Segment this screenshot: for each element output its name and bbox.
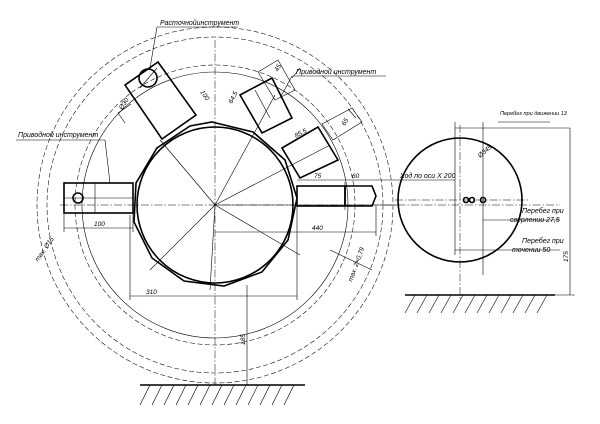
boring-tool xyxy=(117,60,198,141)
dim-75: 75 xyxy=(314,173,322,180)
label-travel-x: Ход по оси X 200 xyxy=(399,172,456,180)
turret-body xyxy=(133,121,298,287)
dimension-lines xyxy=(16,26,575,385)
label-overtravel-drilling-1: Перебег при xyxy=(522,207,564,215)
label-driven-tool-top: Приводной инструмент xyxy=(296,68,376,76)
dim-440: 440 xyxy=(312,225,323,232)
dim-r330: max. 2×0,79 xyxy=(347,246,366,283)
part-point-2 xyxy=(468,196,476,204)
part-point-1 xyxy=(462,196,470,204)
dim-185: 185 xyxy=(240,334,247,345)
dim-100-top: 100 xyxy=(198,89,210,102)
driven-tool-top xyxy=(238,59,301,135)
radial-line-1 xyxy=(159,139,216,206)
dim-d30: Ø30 xyxy=(117,97,131,112)
dim-100-left: 100 xyxy=(94,221,105,228)
tool-right-horizontal xyxy=(296,182,377,210)
driven-tool-left xyxy=(63,182,134,214)
dim-64: 64,5 xyxy=(228,90,240,105)
dim-60: 60 xyxy=(352,173,360,180)
dim-175: 175 xyxy=(563,251,570,262)
floor-left xyxy=(139,384,305,406)
label-driven-tool-left: Приводной инструмент xyxy=(18,131,98,139)
radial-line-3 xyxy=(214,144,331,206)
driven-tool-right xyxy=(280,107,363,180)
part-circle xyxy=(395,122,570,300)
boring-tool-hole xyxy=(138,68,158,88)
floor-right xyxy=(404,294,555,314)
radial-line-2 xyxy=(214,94,276,206)
dim-310: 310 xyxy=(146,289,157,296)
label-boring-tool: Расточнойинструмент xyxy=(160,19,239,27)
dim-65: 65 xyxy=(341,117,351,127)
label-overtravel-top: Перебег при движении 13 xyxy=(500,111,568,117)
label-overtravel-turning-1: Перебег при xyxy=(522,237,564,245)
label-overtravel-drilling-2: сверлении 27,5 xyxy=(510,217,560,224)
dim-45: 45 xyxy=(274,63,284,73)
dimension-texts: Ø30 100 64,5 45 85,5 65 75 60 100 440 31… xyxy=(34,63,570,345)
labels: Расточнойинструмент Приводной инструмент… xyxy=(18,19,568,254)
radial-line-4 xyxy=(149,204,216,271)
radial-line-6 xyxy=(209,204,216,291)
dim-85: 85,5 xyxy=(294,127,309,139)
radial-line-5 xyxy=(214,204,301,256)
label-overtravel-turning-2: точении 50 xyxy=(512,247,550,254)
